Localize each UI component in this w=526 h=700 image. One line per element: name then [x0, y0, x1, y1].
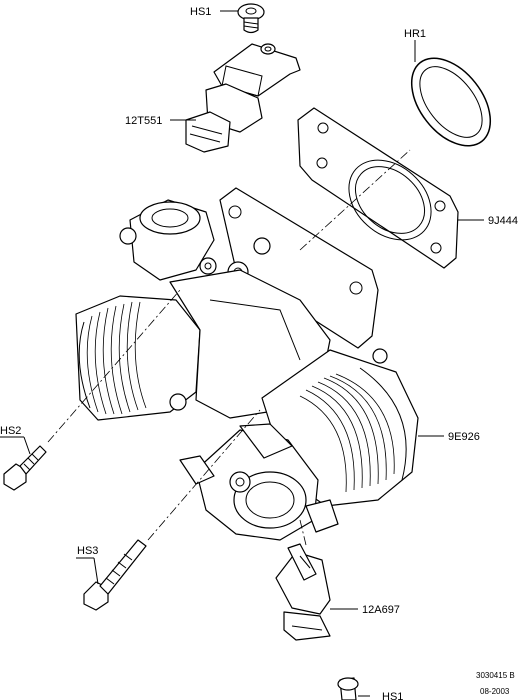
- gasket-9j444: [297, 107, 484, 269]
- label-9e926: 9E926: [448, 431, 480, 443]
- centerline-gasket: [299, 149, 411, 251]
- label-hs1-top: HS1: [190, 6, 211, 18]
- label-12t551: 12T551: [125, 115, 162, 127]
- hs2-screw: [0, 436, 47, 491]
- hs1-screw-top: [220, 3, 265, 34]
- label-hs2: HS2: [0, 425, 21, 437]
- centerline-hs3: [147, 409, 261, 541]
- seal-ring-hr1: [410, 40, 492, 147]
- throttle-body-9e926: [75, 187, 444, 541]
- label-9j444: 9J444: [488, 215, 518, 227]
- label-hs3: HS3: [77, 545, 98, 557]
- centerline-12a697: [299, 519, 307, 546]
- hs3-screw: [76, 539, 147, 611]
- label-hr1: HR1: [404, 28, 426, 40]
- drawing-date: 08-2003: [480, 687, 510, 696]
- label-hs1-bottom: HS1: [382, 691, 403, 700]
- hs1-screw-bottom: [337, 677, 370, 700]
- label-12a697: 12A697: [362, 604, 400, 616]
- sensor-12t551: [170, 43, 301, 153]
- sensor-12a697: [275, 543, 358, 641]
- drawing-number: 3030415 B: [476, 671, 515, 680]
